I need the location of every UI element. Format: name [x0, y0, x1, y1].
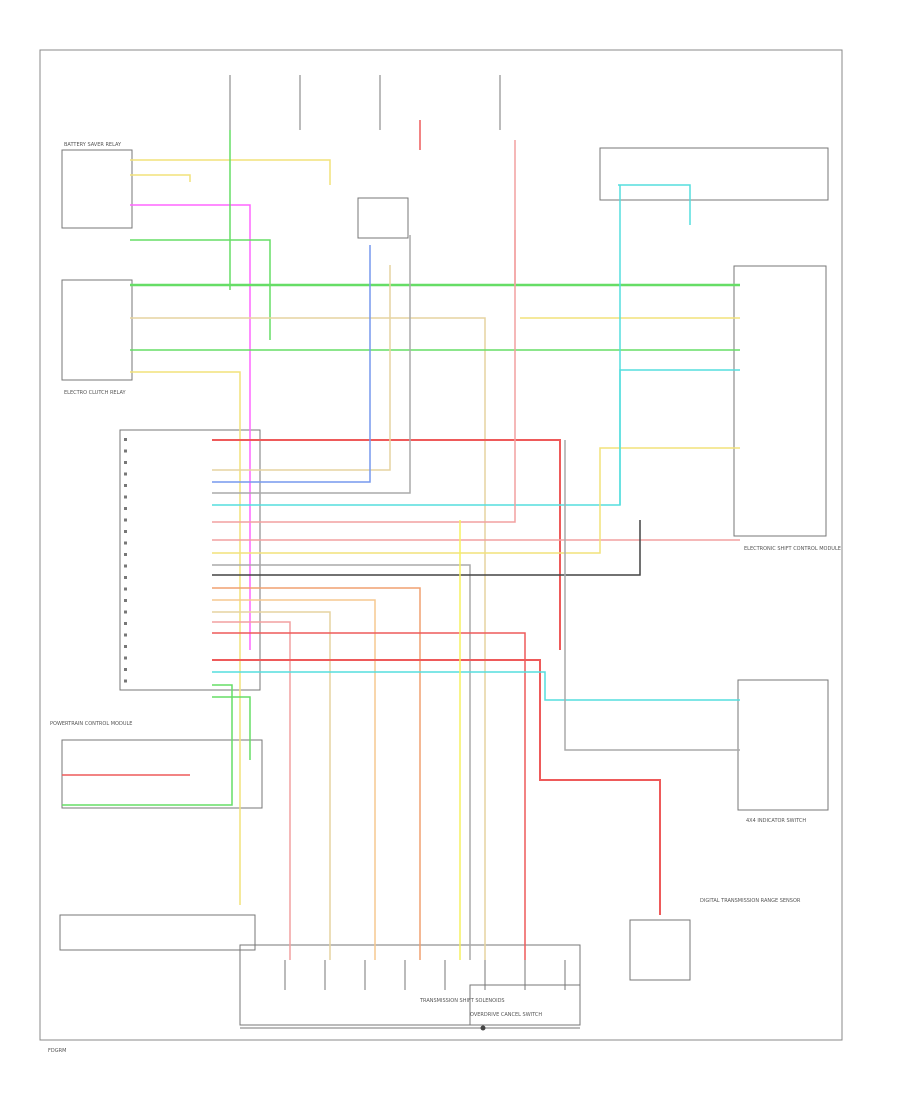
pcm-pin-13 [124, 587, 127, 591]
pcm-pin-16 [124, 622, 127, 625]
ground-splice [480, 1025, 486, 1031]
4x4-indicator-switch-label: 4X4 INDICATOR SWITCH [746, 818, 806, 824]
wire-19 [212, 587, 421, 960]
pcm-pin-2 [124, 461, 127, 464]
wire-1 [130, 174, 191, 182]
wire-0 [130, 159, 331, 185]
pcm-pin-3 [124, 472, 127, 476]
pcm-pin-8 [124, 530, 127, 533]
component-group [59, 147, 829, 1026]
wire-21 [212, 611, 331, 960]
wire-2 [130, 204, 251, 650]
pcm-pin-7 [124, 518, 127, 522]
wire-25 [212, 671, 740, 701]
shift-selector-box [599, 147, 829, 201]
ground-circuit-box [61, 739, 263, 809]
wire-33 [618, 184, 691, 225]
wire-27 [212, 696, 251, 760]
wire-26 [62, 684, 233, 806]
figure-id: FDGRM [48, 1048, 66, 1054]
wire-11 [212, 245, 371, 483]
4x4-indicator-switch-box [737, 679, 829, 811]
digital-transmission-range-sensor-box [629, 919, 691, 981]
pcm-pin-6 [124, 507, 127, 510]
overdrive-cancel-switch-box [469, 984, 581, 1026]
wire-18 [212, 520, 641, 576]
tcil-circuit-box [59, 914, 256, 951]
pcm-pin-21 [124, 679, 127, 683]
diagram-frame [39, 49, 843, 1041]
pcm-pin-1 [124, 449, 127, 453]
pcm-pin-17 [124, 633, 127, 637]
pcm-pin-9 [124, 541, 127, 545]
wire-35 [564, 440, 740, 751]
electronic-shift-control-module-label: ELECTRONIC SHIFT CONTROL MODULE [744, 546, 841, 552]
fuse-block-box [357, 197, 409, 239]
pcm-pin-19 [124, 656, 127, 660]
pcm-pin-15 [124, 610, 127, 614]
wire-23 [212, 632, 526, 960]
wire-3 [130, 239, 271, 340]
pcm-pin-4 [124, 484, 127, 487]
digital-transmission-range-sensor-label: DIGITAL TRANSMISSION RANGE SENSOR [700, 898, 801, 904]
blower-relay-box [61, 279, 133, 381]
pcm-pin-20 [124, 668, 127, 671]
wire-group [62, 120, 740, 960]
wire-8 [130, 371, 241, 905]
wire-10 [212, 265, 391, 471]
pcm-pin-0 [124, 438, 127, 441]
connector-group [124, 75, 580, 1031]
wire-22 [212, 621, 291, 960]
battery-saver-relay-label: BATTERY SAVER RELAY [64, 142, 122, 148]
shift-solenoids-label: TRANSMISSION SHIFT SOLENOIDS [419, 998, 505, 1004]
wire-6 [130, 317, 486, 960]
label-group: BATTERY SAVER RELAY ELECTRO CLUTCH RELAY P… [50, 142, 841, 1018]
battery-saver-relay-box [61, 149, 133, 229]
pcm-pin-11 [124, 564, 127, 568]
wire-14 [212, 230, 516, 523]
powertrain-control-module-box [119, 429, 261, 691]
wire-9 [212, 439, 561, 650]
pcm-pin-5 [124, 495, 127, 499]
pcm-pin-10 [124, 553, 127, 556]
electronic-shift-control-module-box [733, 265, 827, 537]
blower-relay-label: ELECTRO CLUTCH RELAY [64, 390, 127, 396]
pcm-pin-14 [124, 599, 127, 602]
pcm-pin-12 [124, 576, 127, 579]
overdrive-cancel-switch-label: OVERDRIVE CANCEL SWITCH [470, 1012, 542, 1018]
powertrain-control-module-label: POWERTRAIN CONTROL MODULE [50, 721, 132, 727]
wire-16 [212, 447, 740, 554]
wire-17 [212, 564, 471, 960]
wire-12 [212, 235, 411, 494]
wire-20 [212, 599, 376, 960]
pcm-pin-18 [124, 645, 127, 648]
wire-13 [212, 369, 740, 506]
wire-24 [212, 659, 661, 915]
